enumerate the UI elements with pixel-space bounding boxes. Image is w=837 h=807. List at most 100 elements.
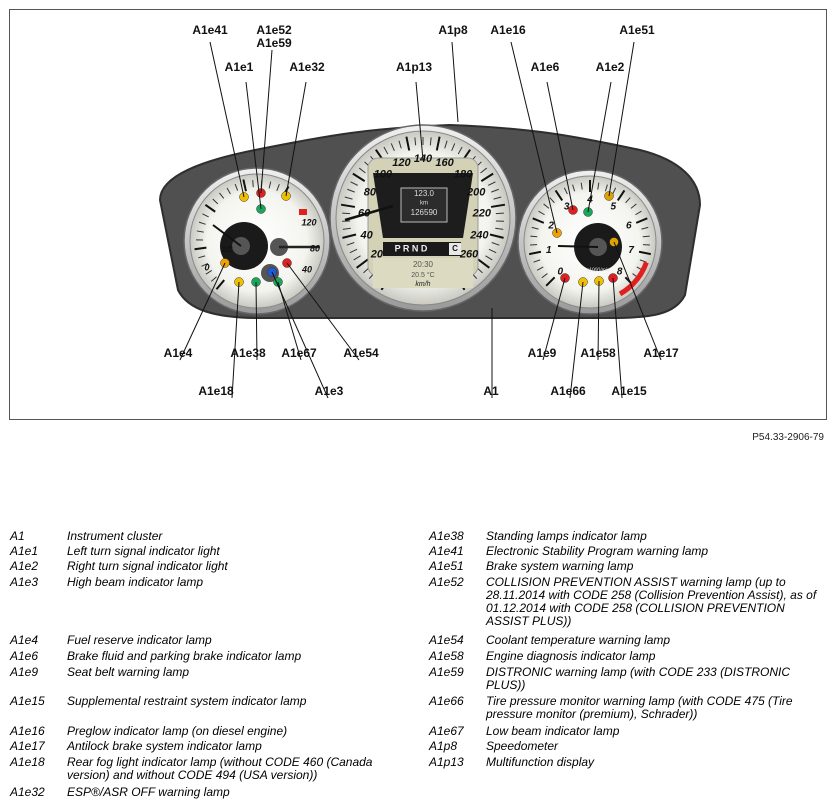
legend-code: A1e3: [10, 575, 39, 589]
rev-minor-tick: [635, 210, 642, 216]
legend-description: Rear fog light indicator lamp (without C…: [67, 755, 373, 782]
legend-code: A1e66: [429, 694, 464, 708]
legend-code: A1e32: [10, 785, 45, 799]
callout-a1e59: A1e59: [256, 36, 292, 50]
legend-description: Preglow indicator lamp (on diesel engine…: [67, 724, 288, 738]
speed-tick-label: 240: [469, 229, 489, 241]
callout-a1e67: A1e67: [281, 346, 317, 360]
display-time: 20:30: [413, 260, 434, 269]
rev-tick-label: 5: [611, 202, 617, 213]
speed-tick-label: 200: [466, 186, 486, 198]
legend-code: A1e17: [10, 739, 45, 753]
speed-major-tick: [477, 258, 490, 269]
fuel-needle: [212, 224, 242, 247]
speed-tick-label: 180: [454, 169, 473, 181]
speed-major-tick: [435, 136, 441, 151]
speed-major-tick: [352, 172, 366, 182]
rev-tick-label: 4: [586, 195, 593, 206]
legend-code: A1e59: [429, 665, 464, 679]
legend-description: Antilock brake system indicator lamp: [67, 739, 262, 753]
rev-tick-label: 3: [564, 202, 570, 213]
legend-code: A1e67: [429, 724, 464, 738]
speed-tick-label: 260: [459, 249, 479, 261]
rev-major-tick: [638, 250, 652, 256]
display-mode: C: [452, 244, 458, 253]
left-minor-tick: [276, 184, 280, 191]
legend-code: A1e38: [429, 529, 464, 543]
display-gear: P R N D: [395, 243, 428, 253]
speed-minor-tick: [414, 137, 417, 146]
rev-minor-tick: [530, 235, 538, 238]
speed-minor-tick: [358, 167, 366, 174]
rev-minor-tick: [572, 184, 576, 192]
speed-tick-label: 60: [358, 207, 371, 219]
leader-line: [569, 281, 584, 399]
rev-tick-label: 0: [558, 266, 564, 277]
legend-description: High beam indicator lamp: [67, 575, 204, 589]
legend-description: Seat belt warning lamp: [67, 665, 190, 679]
left-major-tick: [242, 179, 247, 192]
speed-tick-label: 40: [359, 229, 373, 241]
left-minor-tick: [210, 276, 217, 282]
display-odometer: 126590: [411, 208, 438, 217]
mode-box: [449, 243, 461, 255]
legend-code: A1e15: [10, 694, 45, 708]
rev-major-tick: [545, 276, 556, 287]
left-minor-tick: [212, 198, 219, 205]
legend-description: Right turn signal indicator light: [67, 559, 228, 573]
rev-major-tick: [616, 189, 626, 201]
legend-description: Low beam indicator lamp: [486, 724, 620, 738]
legend-code: A1e52: [429, 575, 464, 589]
legend-description: COLLISION PREVENTION ASSIST warning lamp…: [486, 575, 817, 628]
legend-code: A1e16: [10, 724, 45, 738]
rev-major-tick: [528, 250, 542, 256]
legend-description: Brake fluid and parking brake indicator …: [67, 649, 302, 663]
callout-a1p8: A1p8: [438, 23, 468, 37]
callout-a1e51: A1e51: [619, 23, 655, 37]
legend-code: A1e58: [429, 649, 464, 663]
legend-code: A1e18: [10, 755, 45, 769]
rev-minor-tick: [533, 259, 541, 263]
callout-a1e1: A1e1: [224, 60, 254, 74]
left-minor-tick: [196, 230, 204, 233]
left-major-tick: [194, 246, 207, 251]
leader-line: [546, 81, 574, 211]
leader-line: [613, 241, 662, 361]
speed-tick-label: 80: [364, 186, 377, 198]
rev-major-tick: [532, 217, 545, 224]
rev-tick-label: 6: [626, 221, 632, 232]
callout-a1e38: A1e38: [230, 346, 266, 360]
speed-minor-tick: [346, 242, 355, 246]
rev-tick-label: 1: [546, 245, 552, 256]
legend-code: A1e1: [10, 544, 39, 558]
legend-description: Speedometer: [486, 739, 559, 753]
speed-minor-tick: [390, 143, 395, 152]
legend-code: A1e2: [10, 559, 39, 573]
callout-a1e32: A1e32: [289, 60, 325, 74]
speed-tick-label: 120: [392, 157, 411, 169]
fuel-tick-label: 0: [204, 262, 209, 272]
speed-major-tick: [405, 136, 411, 151]
speed-tick-label: 100: [374, 169, 393, 181]
legend-description: Instrument cluster: [67, 529, 163, 543]
speed-major-tick: [340, 203, 356, 208]
speed-tick-label: 160: [435, 157, 454, 169]
fuel-tick-label: 1/2: [221, 245, 233, 254]
rev-minor-tick: [625, 197, 631, 204]
speed-minor-tick: [383, 146, 389, 155]
legend-description: Supplemental restraint system indicator …: [67, 694, 307, 708]
callout-a1e54: A1e54: [343, 346, 379, 360]
rev-tick-label: 2: [547, 221, 554, 232]
rev-tick-label: 8: [617, 266, 623, 277]
callout-a1e9: A1e9: [527, 346, 557, 360]
temp-tick-label: 120: [301, 217, 316, 227]
leader-line: [587, 81, 612, 213]
callout-a1e17: A1e17: [643, 346, 679, 360]
speed-minor-tick: [488, 181, 496, 186]
rev-major-tick: [635, 217, 648, 224]
rev-minor-tick: [639, 259, 647, 263]
callout-a1e3: A1e3: [314, 384, 344, 398]
leader-line: [231, 281, 240, 399]
